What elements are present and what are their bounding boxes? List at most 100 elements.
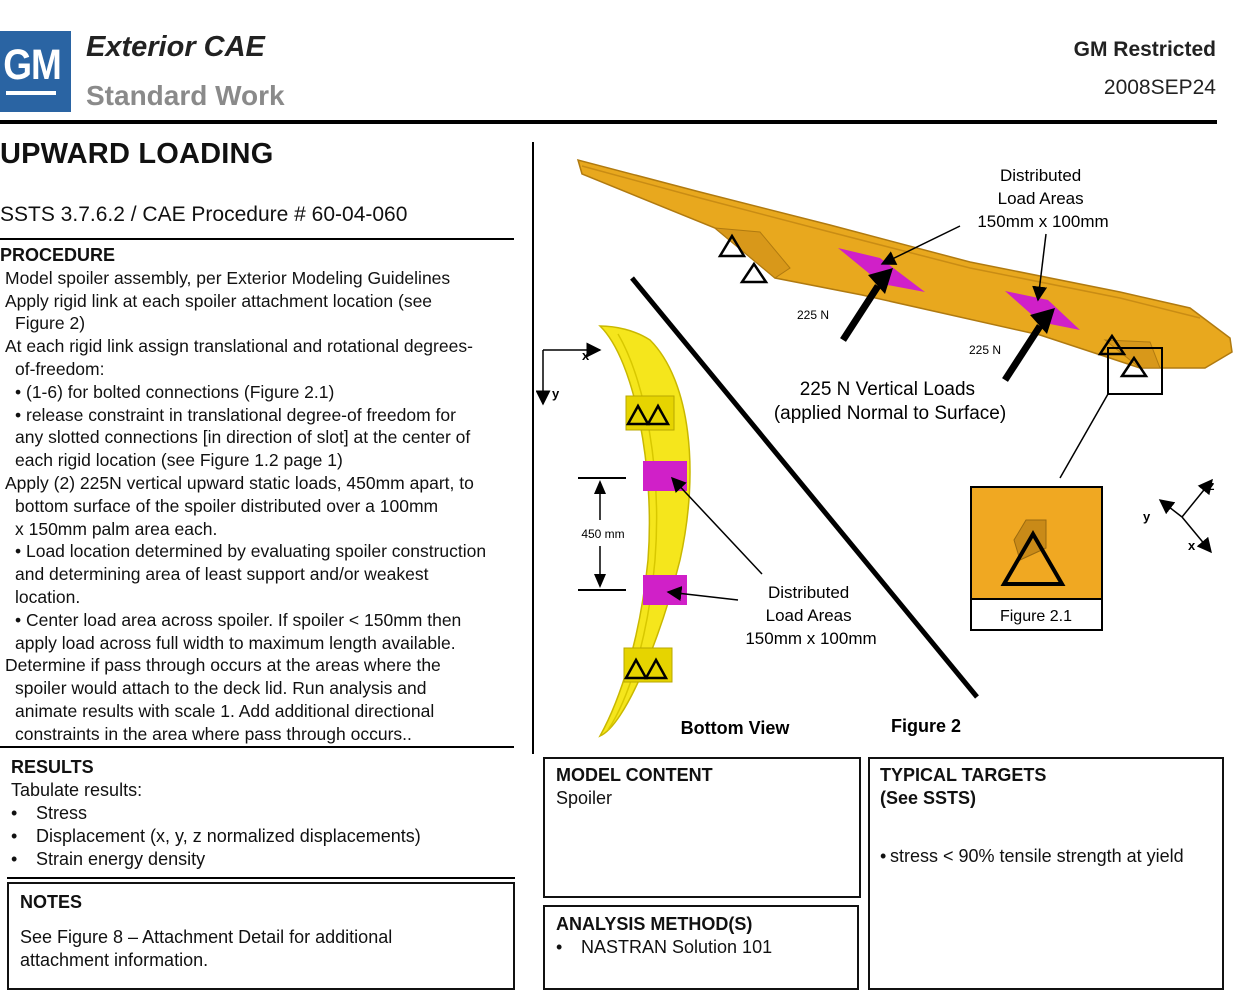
- spoiler-main-view: [576, 158, 1233, 369]
- axis-z-arrow: [1181, 478, 1213, 518]
- constraint-triangle: [645, 403, 671, 426]
- procedure-line: spoiler would attach to the deck lid. Ru…: [15, 678, 427, 699]
- force-label-2: 225 N: [969, 343, 1001, 357]
- procedure-line: bottom surface of the spoiler distribute…: [15, 495, 439, 516]
- procedure-line: and determining area of least support an…: [15, 564, 429, 585]
- gm-logo-text: GM: [3, 40, 62, 88]
- axis-y-label: y: [552, 386, 560, 401]
- section-divider: [0, 746, 514, 748]
- constraint-triangle: [643, 657, 669, 680]
- procedure-line: At each rigid link assign translational …: [5, 336, 473, 357]
- load-area-1: [838, 248, 925, 292]
- header-subtitle: Standard Work: [86, 80, 285, 111]
- procedure-line: • (1-6) for bolted connections (Figure 2…: [15, 381, 335, 402]
- constraint-triangle: [1119, 355, 1149, 378]
- procedure-line: Determine if pass through occurs at the …: [5, 655, 441, 676]
- notes-section: NOTES See Figure 8 – Attachment Detail f…: [20, 891, 392, 972]
- analysis-method-box: [543, 905, 859, 990]
- view-separator-line: [630, 276, 979, 699]
- detail-leader: [1059, 393, 1109, 479]
- targets-heading: TYPICAL TARGETS: [880, 765, 1047, 785]
- leader-line: [880, 225, 961, 265]
- model-content-box: [543, 757, 861, 898]
- procedure-line: • release constraint in translational de…: [15, 404, 456, 425]
- gm-logo-underline: [6, 91, 56, 95]
- results-section: RESULTS Tabulate results: •Stress •Displ…: [11, 756, 421, 871]
- typical-targets-box: [868, 757, 1224, 990]
- header-divider: [0, 120, 1217, 124]
- axis-y3d-label: y: [1143, 509, 1151, 524]
- spacing-label: 450 mm: [581, 527, 624, 541]
- list-item: •Strain energy density: [11, 849, 206, 869]
- leader-line: [670, 476, 763, 575]
- force-label-1: 225 N: [797, 308, 829, 322]
- procedure-line: each rigid location (see Figure 1.2 page…: [15, 450, 343, 471]
- force-arrow-1: [840, 284, 881, 342]
- dist-load-top-label: Distributed Load Areas 150mm x 100mm: [977, 166, 1108, 231]
- figure-2-1-caption-box: [970, 598, 1103, 631]
- constraint-triangle: [1000, 530, 1066, 586]
- constraint-triangle: [1097, 333, 1127, 356]
- constraint-triangle: [625, 403, 651, 426]
- results-heading: RESULTS: [11, 757, 94, 777]
- analysis-method-heading: ANALYSIS METHOD(S): [556, 914, 753, 934]
- notes-line: See Figure 8 – Attachment Detail for add…: [20, 927, 393, 947]
- header-title: Exterior CAE: [86, 31, 265, 63]
- procedure-line: of-freedom:: [15, 358, 105, 379]
- notes-line: attachment information.: [20, 950, 209, 970]
- procedure-line: x 150mm palm area each.: [15, 518, 218, 539]
- page-title: UPWARD LOADING: [0, 138, 274, 170]
- force-arrowhead: [1030, 308, 1055, 334]
- detail-box: [1107, 347, 1163, 395]
- procedure-line: any slotted connections [in direction of…: [15, 427, 471, 448]
- load-area-2: [1005, 291, 1080, 330]
- procedure-line: • Center load area across spoiler. If sp…: [15, 609, 462, 630]
- model-content-heading: MODEL CONTENT: [556, 765, 713, 785]
- procedure-line: Apply rigid link at each spoiler attachm…: [5, 290, 433, 311]
- spoiler-figure: Distributed Load Areas 150mm x 100mm 225…: [536, 158, 1233, 738]
- procedure-line: Figure 2): [15, 313, 86, 334]
- constraint-triangle: [623, 657, 649, 680]
- column-divider: [532, 142, 534, 754]
- dist-load-bottom-label: Distributed Load Areas 150mm x 100mm: [745, 583, 876, 648]
- section-divider: [7, 877, 515, 879]
- procedure-line: animate results with scale 1. Add additi…: [15, 700, 435, 721]
- force-arrow-2: [1002, 324, 1043, 382]
- procedure-line: Apply (2) 225N vertical upward static lo…: [5, 472, 474, 493]
- model-content-value: Spoiler: [556, 788, 613, 808]
- procedure-heading: PROCEDURE: [0, 245, 116, 265]
- procedure-line: constraints in the area where pass throu…: [15, 723, 412, 744]
- procedure-section: PROCEDURE Model spoiler assembly, per Ex…: [0, 244, 520, 746]
- bottom-view-label: Bottom View: [681, 718, 791, 738]
- procedure-line: Model spoiler assembly, per Exterior Mod…: [5, 267, 451, 288]
- leader-line: [1032, 233, 1048, 302]
- axis-x3d-label: x: [1188, 538, 1196, 553]
- procedure-line: location.: [15, 586, 81, 607]
- notes-heading: NOTES: [20, 892, 83, 912]
- procedure-line: • Load location determined by evaluating…: [15, 541, 487, 562]
- list-item: •stress < 90% tensile strength at yield: [880, 846, 1184, 866]
- procedure-line: apply load across full width to maximum …: [15, 632, 456, 653]
- constraint-triangle: [717, 233, 747, 258]
- axis-z3d-label: z: [1208, 478, 1215, 493]
- axis-y3d-arrow: [1158, 499, 1183, 518]
- leader-line: [666, 586, 739, 601]
- results-intro: Tabulate results:: [11, 780, 143, 800]
- list-item: •Displacement (x, y, z normalized displa…: [11, 826, 421, 846]
- dimension-arrowhead: [594, 480, 606, 494]
- bottom-load-area-2: [643, 575, 687, 605]
- document-date: 2008SEP24: [1103, 76, 1216, 99]
- figure-2-label: Figure 2: [891, 716, 961, 736]
- list-item: •NASTRAN Solution 101: [556, 937, 773, 957]
- list-item: •Stress: [11, 803, 88, 823]
- section-divider: [0, 238, 514, 240]
- classification-label: GM Restricted: [1073, 38, 1216, 61]
- targets-subheading: (See SSTS): [880, 788, 977, 808]
- force-arrowhead: [868, 268, 893, 294]
- document-reference: SSTS 3.7.6.2 / CAE Procedure # 60-04-060: [0, 203, 408, 226]
- dimension-arrowhead: [594, 574, 606, 588]
- vertical-loads-label: 225 N Vertical Loads (applied Normal to …: [774, 379, 1006, 424]
- figure-2-1-label: Figure 2.1: [1000, 608, 1072, 625]
- notes-box: [7, 882, 515, 990]
- axis-x-label: x: [582, 348, 590, 363]
